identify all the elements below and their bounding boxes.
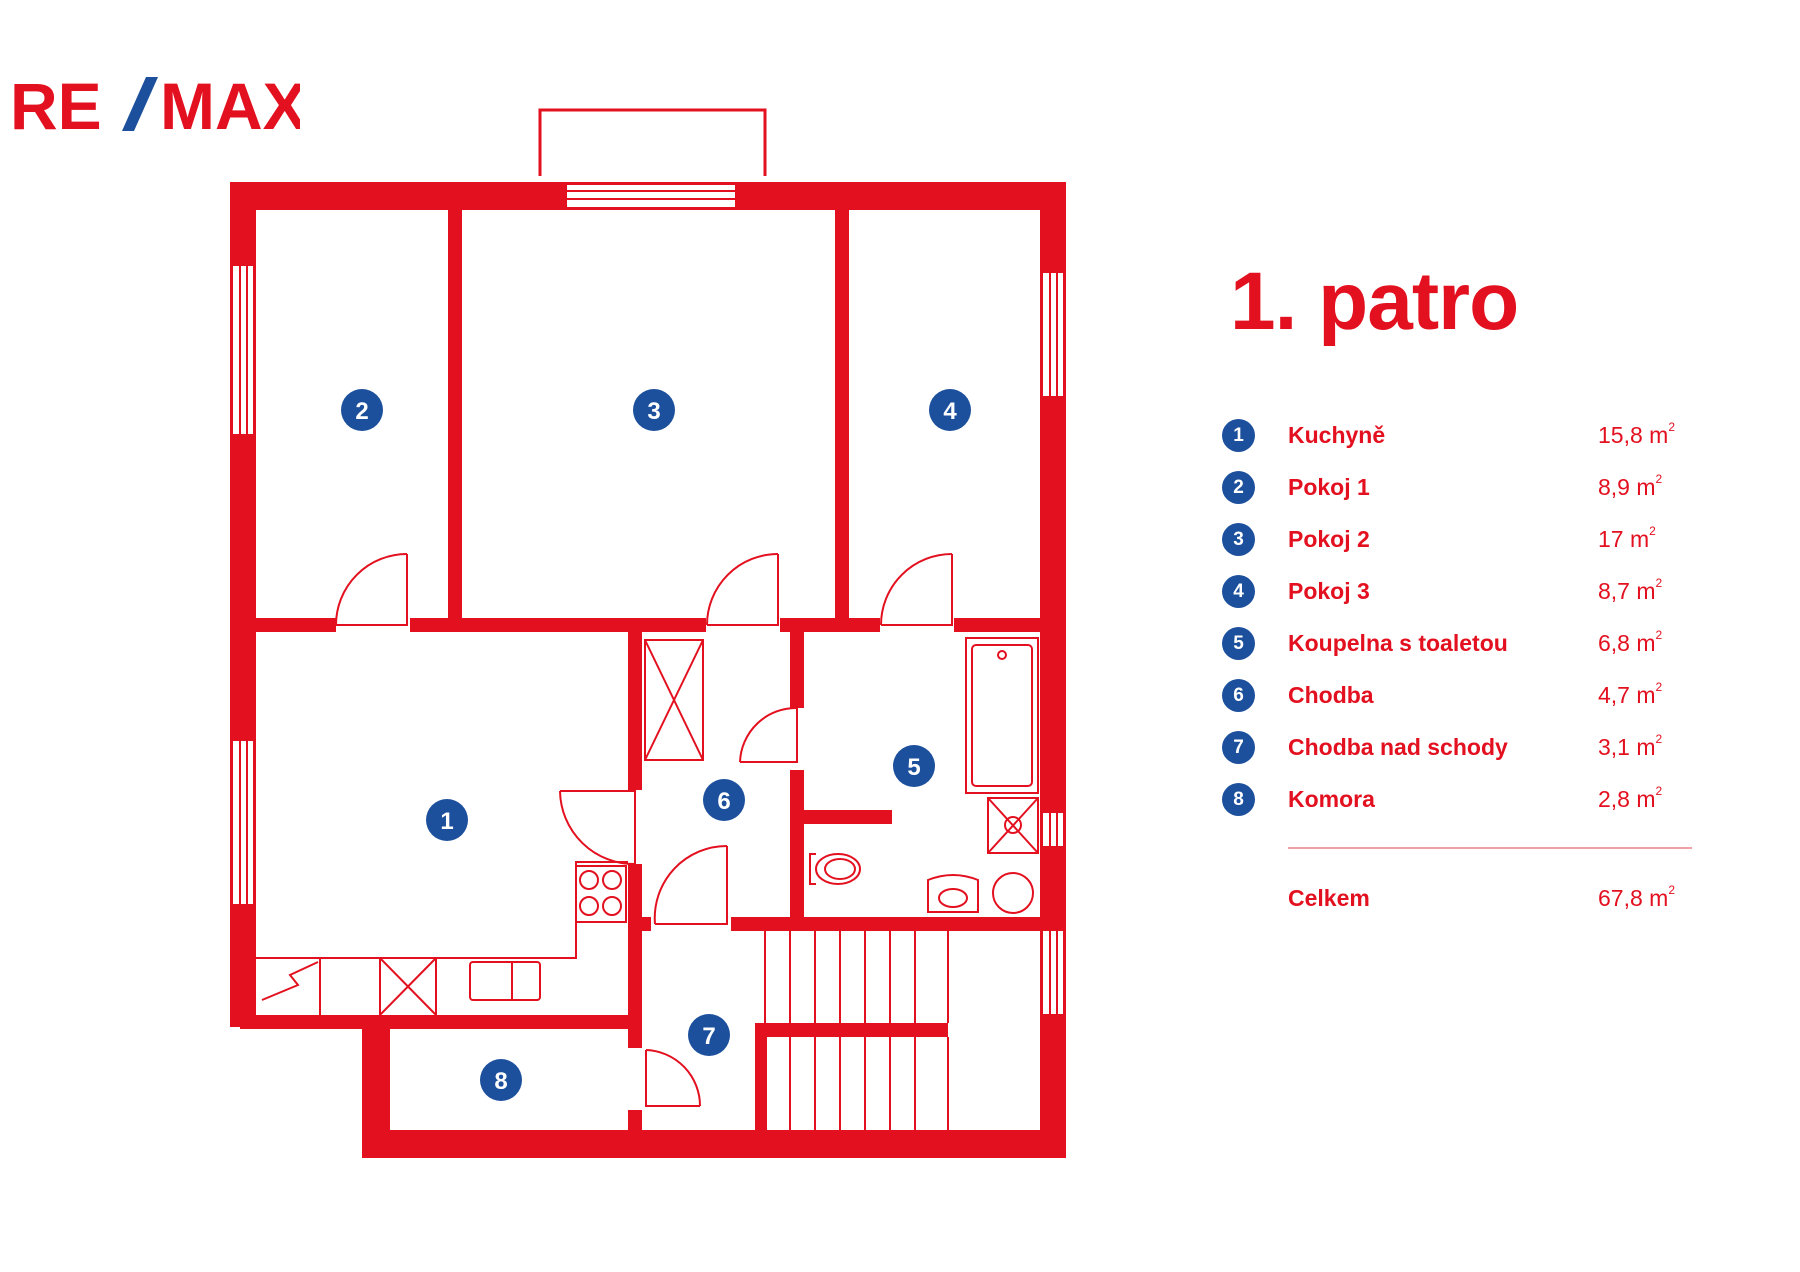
legend-row: 4 Pokoj 3 8,7 m2 <box>1222 575 1702 611</box>
svg-text:6: 6 <box>717 788 730 815</box>
doors <box>335 553 954 1110</box>
kitchen-counter <box>256 861 628 1016</box>
legend-marker: 4 <box>1222 575 1255 608</box>
logo-slash <box>122 77 158 131</box>
legend-room-area: 6,8 m2 <box>1598 628 1663 656</box>
room-legend: 1 Kuchyně 15,8 m2 2 Pokoj 1 8,9 m2 3 Pok… <box>1222 0 1742 1272</box>
remax-logo: RE MAX <box>10 73 300 135</box>
legend-row: 6 Chodba 4,7 m2 <box>1222 679 1702 715</box>
legend-total-row: Celkem 67,8 m2 <box>1222 882 1702 918</box>
svg-text:5: 5 <box>907 754 920 781</box>
legend-marker: 7 <box>1222 731 1255 764</box>
stairs <box>764 931 949 1130</box>
legend-marker: 1 <box>1222 419 1255 452</box>
legend-divider <box>1288 847 1692 849</box>
svg-text:8: 8 <box>494 1068 507 1095</box>
room-marker-8: 8 <box>480 1059 522 1101</box>
legend-row: 8 Komora 2,8 m2 <box>1222 783 1702 819</box>
bathroom-fixtures <box>809 637 1039 914</box>
legend-row: 3 Pokoj 2 17 m2 <box>1222 523 1702 559</box>
legend-room-area: 17 m2 <box>1598 524 1656 552</box>
legend-row: 2 Pokoj 1 8,9 m2 <box>1222 471 1702 507</box>
windows <box>231 183 1065 1016</box>
legend-room-name: Pokoj 3 <box>1288 578 1370 604</box>
svg-text:1: 1 <box>440 808 453 835</box>
logo-text-left: RE <box>10 73 102 135</box>
legend-row: 1 Kuchyně 15,8 m2 <box>1222 419 1702 455</box>
legend-room-name: Pokoj 1 <box>1288 474 1370 500</box>
svg-text:7: 7 <box>702 1023 715 1050</box>
legend-row: 5 Koupelna s toaletou 6,8 m2 <box>1222 627 1702 663</box>
room-marker-5: 5 <box>893 745 935 787</box>
legend-room-name: Komora <box>1288 786 1375 812</box>
svg-text:3: 3 <box>647 398 660 425</box>
svg-text:2: 2 <box>355 398 368 425</box>
room-markers: 1 2 3 4 5 6 7 8 <box>341 389 971 1101</box>
balcony <box>538 108 767 176</box>
legend-room-name: Chodba <box>1288 682 1374 708</box>
legend-total-area: 67,8 m2 <box>1598 883 1676 911</box>
legend-room-name: Pokoj 2 <box>1288 526 1370 552</box>
room-marker-3: 3 <box>633 389 675 431</box>
legend-marker: 3 <box>1222 523 1255 556</box>
svg-text:4: 4 <box>943 398 957 425</box>
legend-room-name: Koupelna s toaletou <box>1288 630 1508 656</box>
legend-total-label: Celkem <box>1288 885 1370 911</box>
room-marker-2: 2 <box>341 389 383 431</box>
room-marker-6: 6 <box>703 779 745 821</box>
legend-room-name: Chodba nad schody <box>1288 734 1508 760</box>
legend-room-area: 3,1 m2 <box>1598 732 1663 760</box>
legend-room-name: Kuchyně <box>1288 422 1386 448</box>
legend-marker: 2 <box>1222 471 1255 504</box>
legend-room-area: 4,7 m2 <box>1598 680 1663 708</box>
room-marker-1: 1 <box>426 799 468 841</box>
legend-room-area: 8,7 m2 <box>1598 576 1663 604</box>
legend-room-area: 2,8 m2 <box>1598 784 1663 812</box>
legend-room-area: 15,8 m2 <box>1598 420 1676 448</box>
floor-title: 1. patro <box>1230 256 1519 347</box>
room-marker-7: 7 <box>688 1014 730 1056</box>
walls <box>230 182 1066 1158</box>
room-marker-4: 4 <box>929 389 971 431</box>
wardrobe <box>644 639 704 761</box>
legend-marker: 8 <box>1222 783 1255 816</box>
legend-row: 7 Chodba nad schody 3,1 m2 <box>1222 731 1702 767</box>
legend-marker: 5 <box>1222 627 1255 660</box>
logo-text-right: MAX <box>160 73 300 135</box>
legend-marker: 6 <box>1222 679 1255 712</box>
legend-room-area: 8,9 m2 <box>1598 472 1663 500</box>
